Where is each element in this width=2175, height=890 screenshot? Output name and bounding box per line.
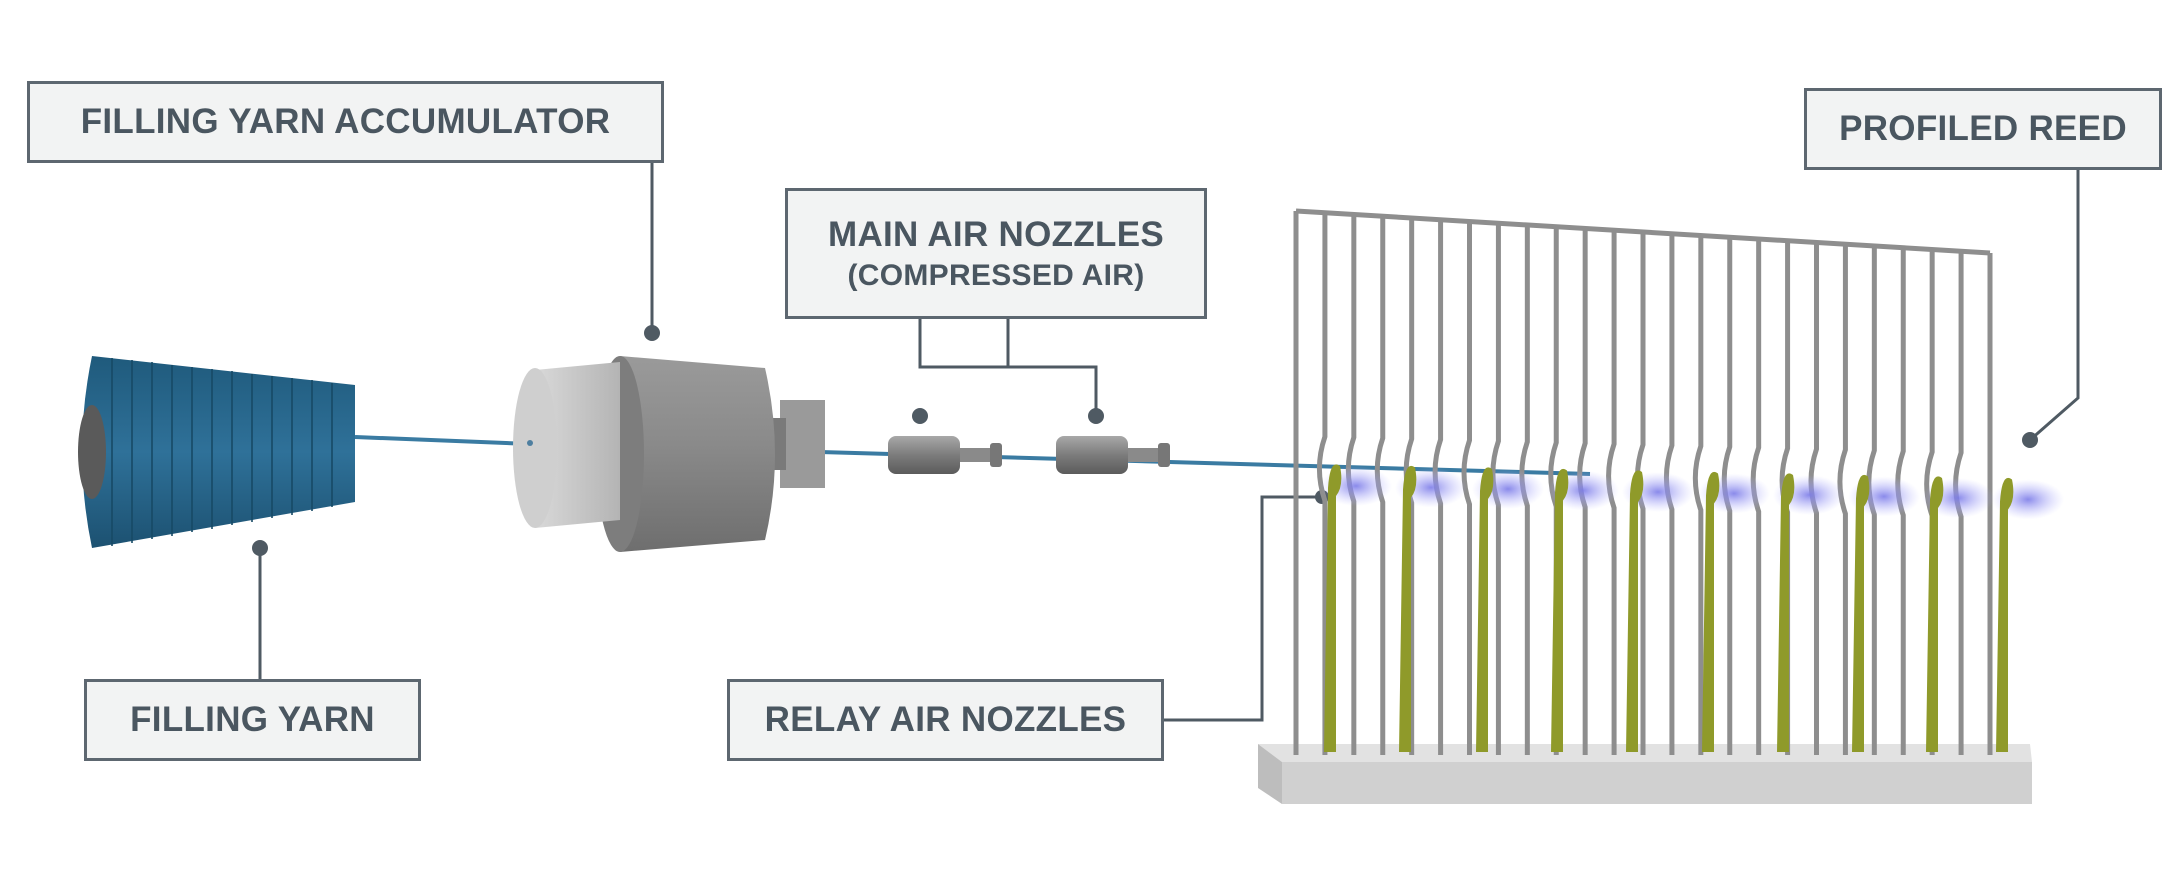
label-profiled-reed: PROFILED REED: [1804, 88, 2162, 170]
relay-nozzle-icon: [1626, 470, 1644, 752]
yarn-cone-icon: [78, 356, 355, 548]
label-text: RELAY AIR NOZZLES: [764, 700, 1127, 740]
label-text: FILLING YARN: [130, 700, 375, 740]
relay-nozzle-icon: [1551, 468, 1569, 752]
relay-nozzle-icon: [1996, 477, 2014, 752]
label-main-air-nozzles: MAIN AIR NOZZLES (COMPRESSED AIR): [785, 188, 1207, 319]
relay-nozzle-icon: [1852, 474, 1870, 752]
label-relay-air-nozzles: RELAY AIR NOZZLES: [727, 679, 1164, 761]
relay-nozzle-icon: [1777, 473, 1795, 752]
label-text: MAIN AIR NOZZLES: [828, 214, 1164, 254]
relay-nozzles: [1324, 464, 2014, 752]
accumulator-icon: [513, 356, 825, 552]
relay-nozzle-icon: [1399, 465, 1417, 752]
air-jets: [1320, 466, 2064, 520]
relay-nozzle-icon: [1926, 476, 1944, 752]
reed-dent: [1692, 235, 1704, 755]
relay-nozzle-icon: [1324, 464, 1342, 752]
leader-lines: [258, 160, 2080, 722]
label-filling-yarn: FILLING YARN: [84, 679, 421, 761]
label-subtext: (COMPRESSED AIR): [847, 258, 1145, 292]
relay-nozzle-icon: [1702, 471, 1720, 752]
label-filling-yarn-accumulator: FILLING YARN ACCUMULATOR: [27, 81, 664, 163]
reed-dent: [1316, 212, 1328, 755]
label-text: FILLING YARN ACCUMULATOR: [80, 102, 611, 142]
relay-nozzles-leader: [1162, 495, 1322, 722]
label-text: PROFILED REED: [1839, 109, 2127, 149]
reed-dent: [1606, 230, 1617, 755]
profiled-reed-leader: [2029, 168, 2080, 442]
relay-nozzle-icon: [1476, 467, 1494, 752]
reed-dent: [1837, 244, 1848, 755]
main-nozzle-icon: [888, 436, 1170, 474]
reed-dent: [1461, 221, 1472, 755]
